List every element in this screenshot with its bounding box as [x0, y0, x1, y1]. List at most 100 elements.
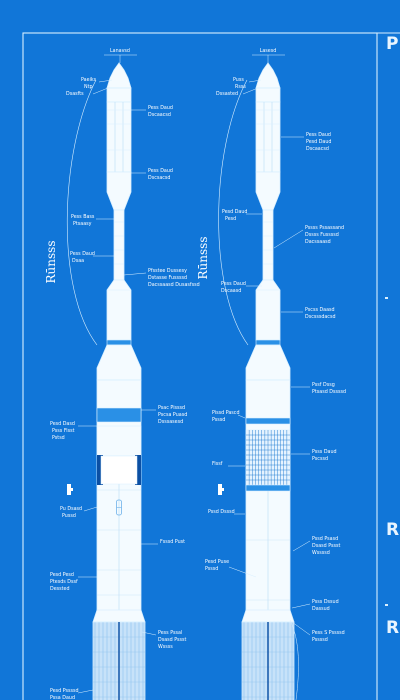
- mid-band: [106, 339, 132, 346]
- callout-r-base_1b: Dassud: [312, 606, 330, 612]
- callout-l-mid_1a: Pess Bass: [71, 214, 95, 220]
- core-panel: [96, 425, 142, 457]
- leader-r-mid_2a: [273, 229, 304, 249]
- callout-l-lower_left_a: Pesd Pesd: [50, 572, 74, 578]
- callout-l-lower_left_c: Dessted: [50, 586, 70, 592]
- leader-r-low_left_a: [228, 566, 257, 578]
- callout-r-band_1b: Ptsasd Dssssd: [312, 389, 346, 395]
- core-band-lower: [245, 484, 291, 492]
- side-label-left: Rūnsss: [44, 241, 58, 284]
- callout-r-low_1b: Dsasd Pssst: [312, 543, 341, 549]
- leader-l-base_left_a: [77, 689, 94, 694]
- panel-letter-top: P: [386, 34, 399, 54]
- callout-l-left_1a: Pesd Dasd: [50, 421, 75, 427]
- callout-l-top: Lanavsd: [110, 48, 130, 54]
- panel-letter-mid: R: [386, 520, 400, 540]
- dark-strip: [135, 455, 141, 485]
- panel-mark: [385, 297, 388, 299]
- leader-r-base_1a: [291, 603, 311, 609]
- skirt: [241, 609, 295, 623]
- callout-r-mid_1a: Pesd Daud: [222, 209, 247, 215]
- callout-l-mid_3a: Pess Daud: [70, 251, 95, 257]
- core-band: [96, 407, 142, 423]
- mid-band: [255, 339, 281, 346]
- right-rocket: [241, 62, 295, 700]
- window-panel: [100, 455, 138, 485]
- callout-l-mid_3b: Dsaa: [72, 258, 84, 264]
- second-stage: [255, 279, 281, 341]
- callout-r-band_1a: Pssf Dssg: [312, 382, 335, 388]
- callout-l-upper_2a: Pess Daud: [148, 168, 173, 174]
- upper-stage: [255, 101, 281, 173]
- callout-l-mid_2b: Dstasse Fussssd: [148, 275, 187, 281]
- leader-r-nose_1: [248, 79, 262, 83]
- callout-r-mid_2c: Dacssaasd: [305, 239, 331, 245]
- callout-l-band_1c: Dsssasesd: [158, 419, 183, 425]
- marker-left: [71, 488, 73, 491]
- marker-right: [222, 488, 224, 491]
- panel-mark: [385, 604, 388, 606]
- upper-collar: [106, 87, 132, 103]
- callout-r-low_1c: Wssssd: [312, 550, 330, 556]
- leader-r-nose_3: [242, 87, 259, 95]
- core-band: [245, 417, 291, 425]
- callout-l-right_mid: Fsssd Pust: [160, 539, 185, 545]
- leader-curve-right-base: [289, 619, 299, 700]
- panel-letter-low: R: [386, 618, 400, 638]
- callout-l-base_left_a: Pesd Pssssd: [50, 688, 79, 694]
- callout-r-upper_1b: Pesd Daud: [306, 139, 331, 145]
- callout-l-nose_3: Dsasfts: [66, 91, 84, 97]
- leader-r-base_2a: [291, 621, 311, 636]
- callout-l-base_right_c: Wssss: [158, 644, 173, 650]
- leader-l-base_right_a: [141, 631, 157, 636]
- skirt: [92, 609, 146, 623]
- interstage: [262, 209, 274, 281]
- leader-l-mid_2a: [123, 272, 147, 276]
- marker-right: [218, 484, 222, 495]
- marker-left: [67, 484, 71, 495]
- callout-l-mid_2c: Dacssaasd Dusasfssd: [148, 282, 200, 288]
- callout-r-grid_right_a: Psss Daud: [312, 449, 337, 455]
- callout-r-mid_3a: Pess Daud: [221, 281, 246, 287]
- leader-r-left_1a: [237, 414, 246, 419]
- callout-l-left_2a: Pu Dsasd: [60, 506, 82, 512]
- leader-l-nose_1: [98, 79, 113, 83]
- callout-r-mid_1b: Pesd: [225, 216, 236, 222]
- left-rocket: [92, 62, 146, 700]
- leader-curve-left: [66, 79, 98, 346]
- callout-r-low_left_b: Psssd: [205, 566, 218, 572]
- callout-r-base_2b: Pssssd: [312, 637, 328, 643]
- callout-l-base_right_a: Pess Pssal: [158, 630, 182, 636]
- dark-strip: [97, 455, 103, 485]
- callout-l-base_left_b: Pssa Daud: [50, 695, 75, 700]
- callout-l-band_1a: Psac Pisssd: [158, 405, 185, 411]
- callout-r-nose_1: Puss: [233, 77, 244, 83]
- callout-r-left_2: Fissf: [212, 461, 223, 467]
- callout-l-mid_2a: Pfsstee Dussesy: [148, 268, 187, 274]
- callout-l-mid_1b: Ptsaasy: [73, 221, 92, 227]
- callout-l-upper_2b: Dscsacsd: [148, 175, 170, 181]
- callout-r-low_1a: Pssd Psasd: [312, 536, 338, 542]
- callout-r-base_1a: Psss Dssud: [312, 599, 339, 605]
- callout-r-mid_3b: Dscaasd: [221, 288, 241, 294]
- callout-l-base_right_b: Dsasd Pssst: [158, 637, 187, 643]
- callout-r-grid_right_b: Pscssd: [312, 456, 328, 462]
- leader-l-left_2a: [83, 506, 98, 512]
- callout-r-mid_2a: Pssss Pssassand: [305, 225, 344, 231]
- callout-l-upper_1a: Pess Daud: [148, 105, 173, 111]
- callout-l-lower_left_b: Ptesds Dssf: [50, 579, 78, 585]
- callout-l-nose_1: Paeiks: [81, 77, 97, 83]
- callout-l-left_2b: Pussd: [62, 513, 76, 519]
- callout-r-nose_3: Dssasted: [216, 91, 238, 97]
- callout-l-left_1c: Pstsd: [52, 435, 65, 441]
- callout-r-top: Lasesd: [260, 48, 277, 54]
- callout-l-upper_1b: Dscaacsd: [148, 112, 171, 118]
- callout-r-left_3: Pssd Dsssd: [208, 509, 235, 515]
- leader-curve-right: [218, 79, 249, 346]
- callout-r-mid_4a: Pscss Daasd: [305, 307, 335, 313]
- callout-r-upper_1c: Dscaacsd: [306, 146, 329, 152]
- callout-l-left_1b: Psss Fisst: [52, 428, 75, 434]
- callout-r-low_left_a: Pesd Puse: [205, 559, 229, 565]
